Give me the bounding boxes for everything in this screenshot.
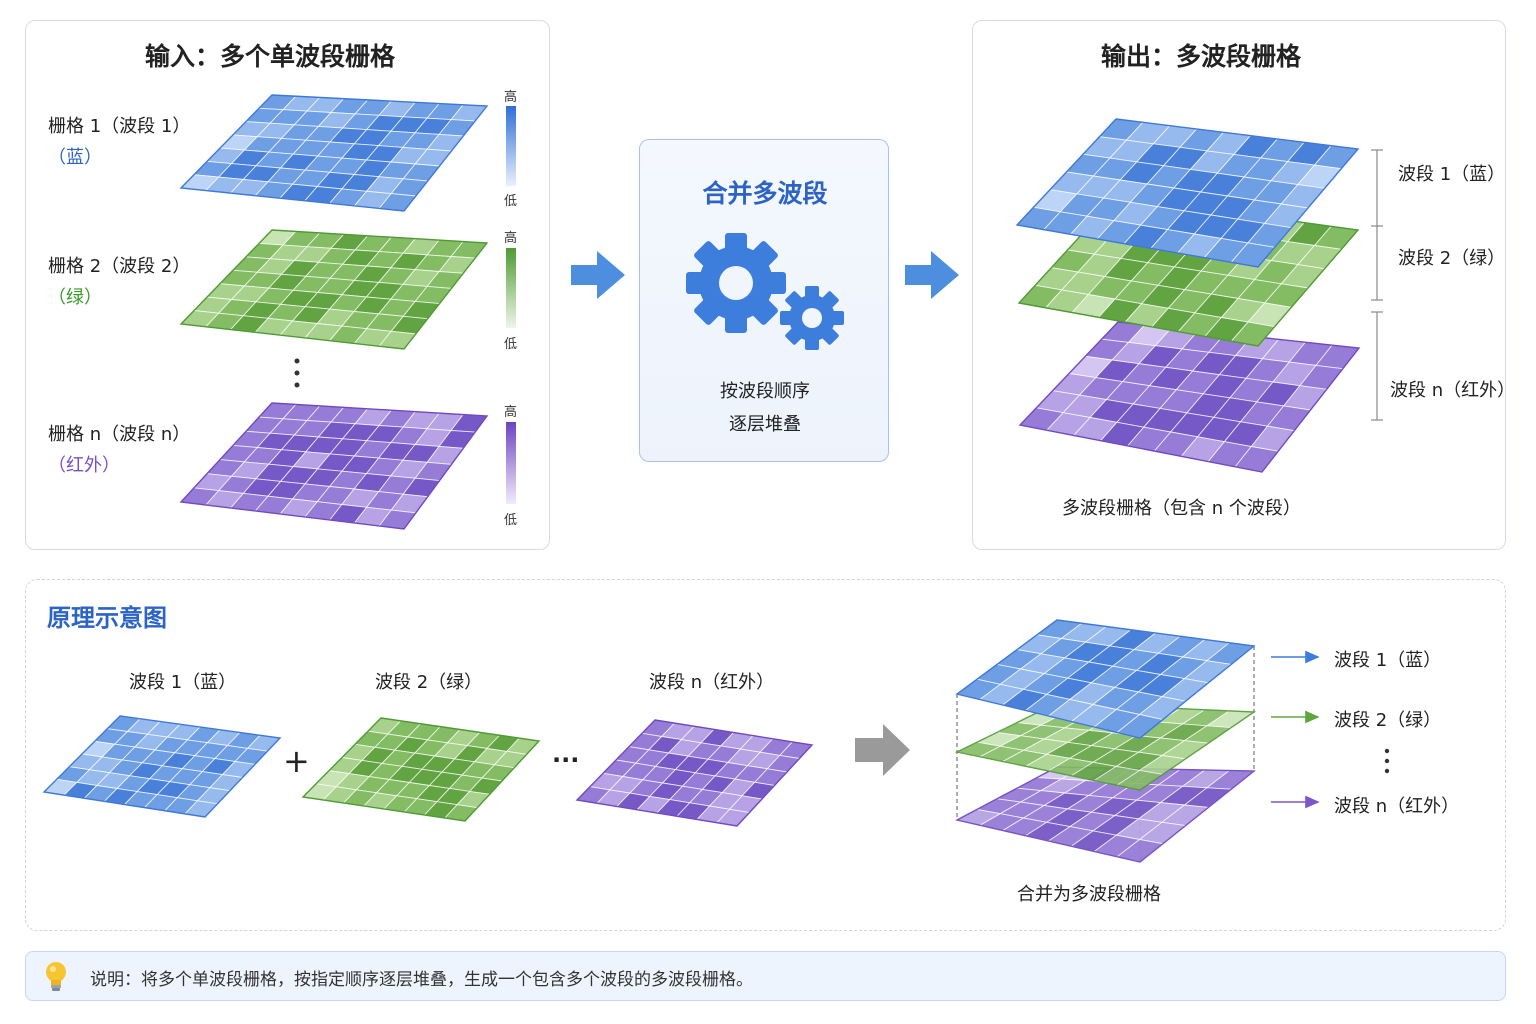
input-grid-purple [179, 402, 489, 530]
stack-grid-blue [955, 619, 1256, 739]
input-grid-blue [179, 94, 489, 212]
principle-band-2-label: 波段 2（绿） [375, 672, 483, 693]
lightbulb-icon [46, 962, 66, 991]
principle-caption: 合并为多波段栅格 [1017, 884, 1161, 905]
input-panel-title: 输入：多个单波段栅格 [145, 42, 396, 71]
output-panel-title: 输出：多波段栅格 [1101, 42, 1302, 71]
legend-2-low: 低 [504, 337, 518, 352]
raster-1-sub: （蓝） [48, 147, 102, 168]
principle-title: 原理示意图 [47, 604, 167, 632]
stack-label-2: 波段 2（绿） [1334, 710, 1442, 731]
ellipsis: ··· [552, 746, 580, 774]
raster-2-name: 栅格 2（波段 2） [48, 256, 191, 277]
output-caption: 多波段栅格（包含 n 个波段） [1062, 498, 1301, 519]
plus-sign: + [283, 742, 310, 780]
output-brackets [1371, 149, 1383, 421]
stack-label-n: 波段 n（红外） [1334, 796, 1460, 817]
principle-grid-purple [575, 719, 814, 827]
arrow-input-to-merge [571, 251, 625, 299]
legend-bar-blue [506, 106, 516, 186]
principle-grid-green [301, 717, 541, 822]
raster-2-sub: （绿） [48, 287, 102, 308]
raster-1-name: 栅格 1（波段 1） [48, 116, 191, 137]
raster-n-sub: （红外） [48, 455, 120, 476]
gears-icon [686, 233, 844, 350]
merge-box: 合并多波段 [639, 139, 889, 462]
output-grid-blue [1015, 118, 1360, 268]
merge-title: 合并多波段 [702, 179, 828, 208]
legend-1-low: 低 [504, 194, 518, 209]
input-grid-green [179, 229, 489, 350]
input-vertical-ellipsis [294, 358, 300, 388]
legend-n-low: 低 [504, 513, 518, 528]
principle-grid-blue [42, 715, 282, 818]
note-text: 说明：将多个单波段栅格，按指定顺序逐层堆叠，生成一个包含多个波段的多波段栅格。 [90, 970, 753, 990]
output-band-n-label: 波段 n（红外） [1390, 380, 1516, 401]
stack-vertical-ellipsis [1384, 748, 1390, 774]
arrow-principle-gray [855, 724, 910, 776]
raster-n-name: 栅格 n（波段 n） [48, 424, 191, 445]
legend-n-high: 高 [504, 405, 518, 420]
output-band-2-label: 波段 2（绿） [1398, 248, 1506, 269]
merge-desc-line1: 按波段顺序 [720, 381, 810, 402]
legend-1-high: 高 [504, 90, 518, 105]
output-grid-purple [1018, 321, 1361, 473]
stack-label-1: 波段 1（蓝） [1334, 650, 1442, 671]
legend-bar-purple [506, 422, 516, 504]
note-box: 说明：将多个单波段栅格，按指定顺序逐层堆叠，生成一个包含多个波段的多波段栅格。 [25, 951, 1506, 1001]
arrow-merge-to-output [905, 251, 959, 299]
legend-bar-green [506, 248, 516, 328]
principle-band-n-label: 波段 n（红外） [649, 672, 775, 693]
principle-band-1-label: 波段 1（蓝） [129, 672, 237, 693]
output-band-1-label: 波段 1（蓝） [1398, 164, 1506, 185]
merge-desc-line2: 逐层堆叠 [729, 414, 801, 435]
legend-2-high: 高 [504, 231, 518, 246]
